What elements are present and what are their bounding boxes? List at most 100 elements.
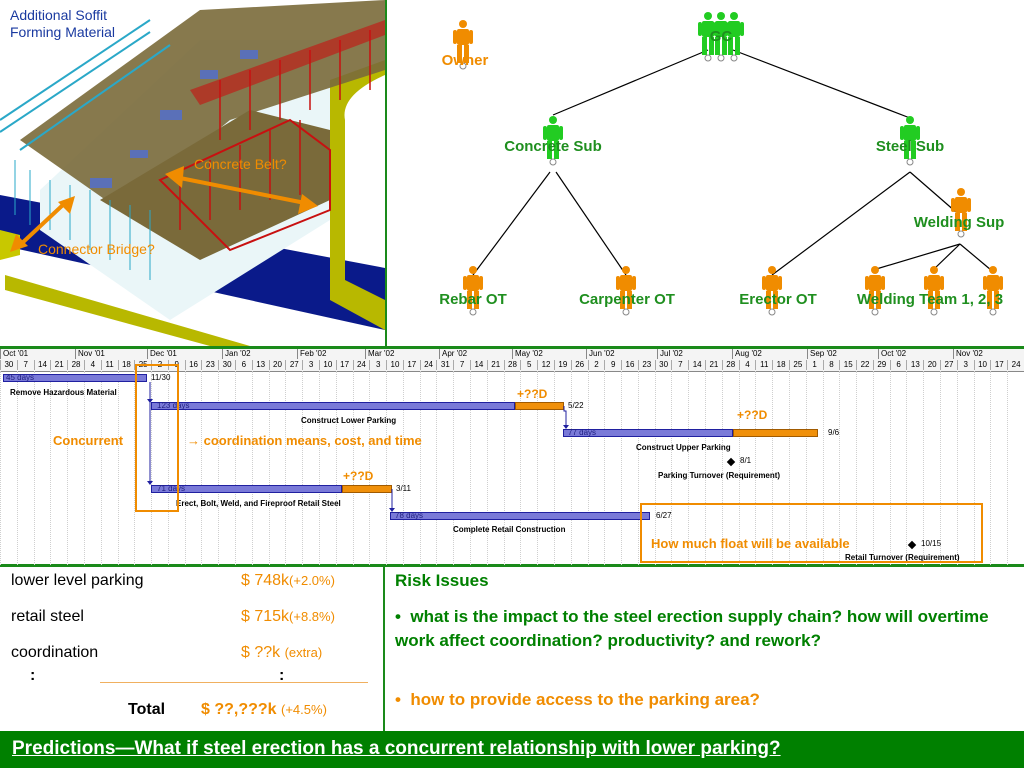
week-gridline [738, 371, 740, 565]
week-gridline [83, 371, 85, 565]
milestone-date-retail: 10/15 [921, 539, 942, 548]
org-node-gc: GC [709, 28, 733, 45]
week-gridline [587, 371, 589, 565]
task-name-retail: Complete Retail Construction [453, 525, 566, 534]
milestone-date-parking: 8/1 [740, 456, 752, 465]
week-gridline [486, 371, 488, 565]
bullet-icon: • [395, 607, 411, 626]
org-node-concrete-sub: Concrete Sub [504, 138, 602, 155]
week-label: 10 [386, 360, 403, 370]
total-amount: $ ??,???k [201, 701, 277, 718]
week-gridline [470, 371, 472, 565]
week-gridline [604, 371, 606, 565]
org-node-carpenter-ot: Carpenter OT [579, 291, 675, 308]
task-name-steel: Erect, Bolt, Weld, and Fireproof Retail … [176, 499, 341, 508]
week-gridline [134, 371, 136, 565]
task-duration-upper: 77 days [568, 428, 597, 437]
cost-amount-coordination: $ ??k [241, 644, 281, 661]
week-gridline [671, 371, 673, 565]
task-bar-steel [151, 485, 342, 493]
carpenter-ot-figure [616, 266, 636, 316]
week-gridline [805, 371, 807, 565]
week-label: 24 [352, 360, 370, 370]
week-gridline [503, 371, 505, 565]
week-label: 28 [503, 360, 521, 370]
week-label: 19 [553, 360, 571, 370]
week-label: 11 [100, 360, 118, 370]
week-label: 31 [436, 360, 453, 370]
cost-label-lower: lower level parking [11, 572, 144, 589]
week-label: 21 [486, 360, 504, 370]
week-gridline [520, 371, 522, 565]
erector-ot-figure [762, 266, 782, 316]
week-label: 11 [755, 360, 772, 370]
week-gridline [755, 371, 757, 565]
week-gridline [956, 371, 958, 565]
week-gridline [302, 371, 304, 565]
risk-item-2-text: how to provide access to the parking are… [410, 690, 760, 709]
total-rule [100, 682, 368, 683]
week-label: 16 [621, 360, 638, 370]
week-label: 14 [33, 360, 51, 370]
week-gridline [268, 371, 270, 565]
concrete-sub-figure [543, 116, 563, 166]
ellipsis-left: : [30, 667, 36, 684]
week-label: 23 [201, 360, 218, 370]
week-gridline [369, 371, 371, 565]
week-gridline [822, 371, 824, 565]
week-label: 17 [990, 360, 1007, 370]
week-gridline [33, 371, 35, 565]
task-end-upper: 9/6 [828, 428, 840, 437]
connector-arrow [18, 201, 67, 247]
plus-days-steel: +??D [343, 469, 374, 483]
week-gridline [872, 371, 874, 565]
week-label: 10 [973, 360, 991, 370]
org-chart: GC Owner Concrete Sub Steel Sub Welding … [388, 0, 1024, 346]
week-label: 13 [251, 360, 269, 370]
divider-vertical-top [385, 0, 387, 348]
concurrent-highlight-box [135, 364, 179, 512]
week-label: 20 [268, 360, 286, 370]
cost-pct-coordination: (extra) [284, 645, 323, 660]
task-bar-upper [563, 429, 733, 437]
week-gridline [906, 371, 908, 565]
week-label: 8 [822, 360, 840, 370]
welding-team-figure [983, 266, 1003, 316]
slab-upper [20, 0, 385, 210]
week-gridline [0, 371, 1, 565]
cost-pct-lower: (+2.0%) [289, 573, 335, 588]
additional-soffit-label: Additional Soffit Forming Material [10, 7, 116, 40]
week-label: 22 [856, 360, 873, 370]
week-label: 28 [721, 360, 739, 370]
week-label: 30 [218, 360, 235, 370]
week-gridline [788, 371, 790, 565]
week-gridline [100, 371, 102, 565]
task-end-lower: 5/22 [568, 401, 584, 410]
week-label: 28 [67, 360, 84, 370]
month-label: Oct '02 [878, 349, 953, 359]
org-node-rebar-ot: Rebar OT [439, 291, 507, 308]
week-label: 7 [671, 360, 688, 370]
task-bar-remove [3, 374, 147, 382]
week-gridline [386, 371, 388, 565]
plus-days-lower: +??D [517, 387, 548, 401]
week-label: 26 [570, 360, 588, 370]
task-end-retail: 6/27 [656, 511, 672, 520]
month-label: Jul '02 [657, 349, 732, 359]
week-label: 9 [604, 360, 621, 370]
cost-value-lower: $ 748k(+2.0%) [241, 571, 335, 591]
week-gridline [201, 371, 203, 565]
task-name-remove: Remove Hazardous Material [10, 388, 117, 397]
week-gridline [402, 371, 404, 565]
task-end-remove: 11/30 [151, 373, 171, 382]
footer-banner: Predictions—What if steel erection has a… [0, 731, 1024, 768]
week-label: 30 [0, 360, 17, 370]
concrete-belt-label: Concrete Belt? [194, 156, 287, 172]
belt-arrow [179, 176, 306, 205]
task-extension-steel [342, 485, 392, 493]
cost-value-steel: $ 715k(+8.8%) [241, 607, 335, 627]
week-label: 17 [335, 360, 353, 370]
week-gridline [537, 371, 539, 565]
week-label: 16 [184, 360, 202, 370]
week-label: 7 [453, 360, 470, 370]
